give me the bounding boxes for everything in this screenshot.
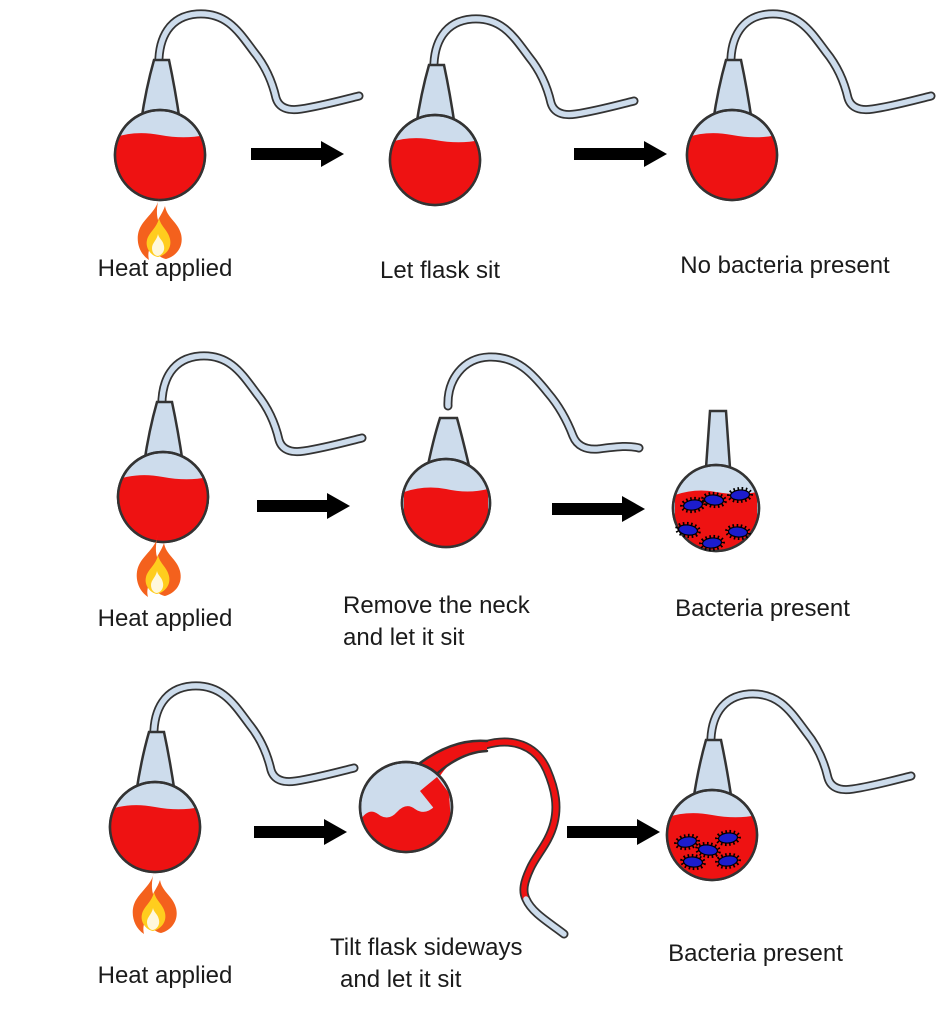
swan-neck-flask-sterile-icon xyxy=(647,8,939,208)
label-bacteria-present-row2: Bacteria present xyxy=(675,595,850,622)
broken-neck-flask-icon xyxy=(375,348,645,558)
flame-icon xyxy=(122,870,186,938)
swan-neck-flask-heated-icon xyxy=(70,680,370,880)
label-line: Remove the neck xyxy=(343,592,530,619)
label-heat-applied-row3: Heat applied xyxy=(97,962,233,989)
flame-icon xyxy=(126,533,190,601)
label-line: Tilt flask sideways xyxy=(330,934,523,961)
contaminated-swan-neck-flask-icon xyxy=(627,688,927,888)
label-no-bacteria-present: No bacteria present xyxy=(680,252,890,279)
arrow-right-icon xyxy=(551,495,646,523)
swan-neck-flask-heated-icon xyxy=(78,350,378,550)
swan-neck-flask-heated-icon xyxy=(75,8,375,208)
tilted-flask-icon xyxy=(350,715,590,945)
contaminated-flask-icon xyxy=(650,398,790,558)
arrow-right-icon xyxy=(253,818,348,846)
label-line: and let it sit xyxy=(340,965,462,993)
label-heat-applied-row1: Heat applied xyxy=(97,255,233,282)
arrow-right-icon xyxy=(256,492,351,520)
swan-neck-flask-sitting-icon xyxy=(350,13,650,213)
label-remove-neck: Remove the neck and let it sit xyxy=(343,590,530,653)
arrow-right-icon xyxy=(250,140,345,168)
label-heat-applied-row2: Heat applied xyxy=(97,605,233,632)
label-tilt-flask: Tilt flask sideways and let it sit xyxy=(330,932,523,995)
label-line: and let it sit xyxy=(343,623,465,651)
label-bacteria-present-row3: Bacteria present xyxy=(668,940,843,967)
label-let-flask-sit: Let flask sit xyxy=(379,257,501,284)
